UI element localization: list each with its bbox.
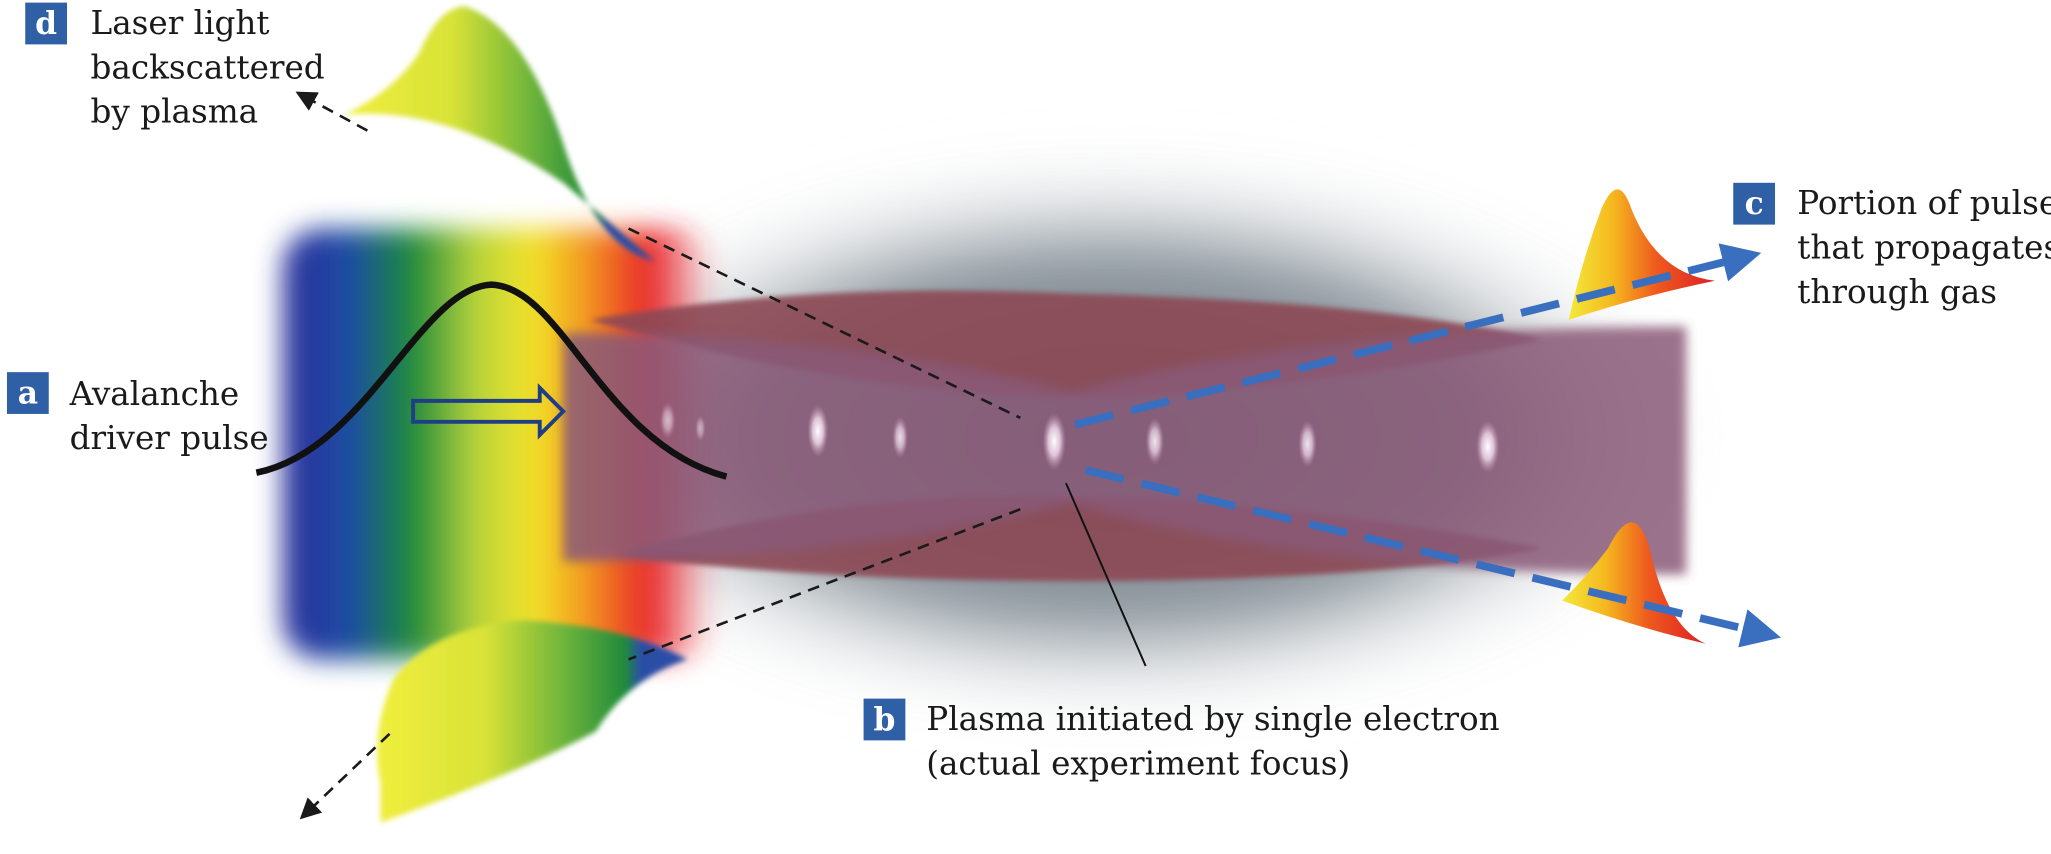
plasma-spot [807,404,829,458]
badge-a [6,372,49,414]
label-a: a Avalanche driver pulse [6,372,269,457]
forward-pulse-top [1568,189,1715,320]
badge-letter: a [18,375,38,411]
backscatter-ray-top [627,227,1021,420]
label-text: (actual experiment focus) [926,744,1350,782]
label-c: c Portion of pulse that propagates throu… [1733,182,2051,311]
label-text: by plasma [91,93,259,131]
badge-b [863,698,906,741]
label-d: d Laser light backscattered by plasma [25,2,325,131]
badge-letter: c [1745,186,1764,222]
label-text: Avalanche [69,375,240,413]
label-text: Plasma initiated by single electron [926,700,1499,738]
badge-letter: d [35,6,57,42]
backscatter-arrow-bottom [299,732,391,820]
plasma-spot [1042,412,1066,471]
plasma-spot [1476,420,1500,473]
label-text: Laser light [91,4,270,42]
transmitted-ray-bottom [1084,466,1781,648]
badge-letter: b [874,702,896,738]
plasma-spot [892,416,908,459]
label-text: that propagates [1797,229,2051,267]
label-text: Portion of pulse [1797,184,2051,222]
badge-d [25,2,68,45]
backscatter-ray-bottom [628,508,1021,661]
label-text: through gas [1797,273,1997,311]
backscatter-pulse-bottom [377,620,688,823]
laser-beam [563,326,1687,575]
backscatter-arrow-top [295,91,368,132]
plasma-spot [659,402,676,439]
backscatter-pulse-top [343,6,655,262]
plasma-spot [1298,420,1317,468]
label-b: b Plasma initiated by single electron (a… [863,698,1500,782]
label-text: driver pulse [70,419,269,457]
gaussian-envelope [255,281,728,480]
badge-c [1733,182,1776,225]
label-b-leader [1065,482,1147,667]
propagation-arrow-icon [411,383,567,440]
plasma-spots [659,402,1500,473]
plasma-spot [1145,417,1164,465]
label-text: backscattered [91,48,325,86]
plasma-spot [695,415,706,442]
